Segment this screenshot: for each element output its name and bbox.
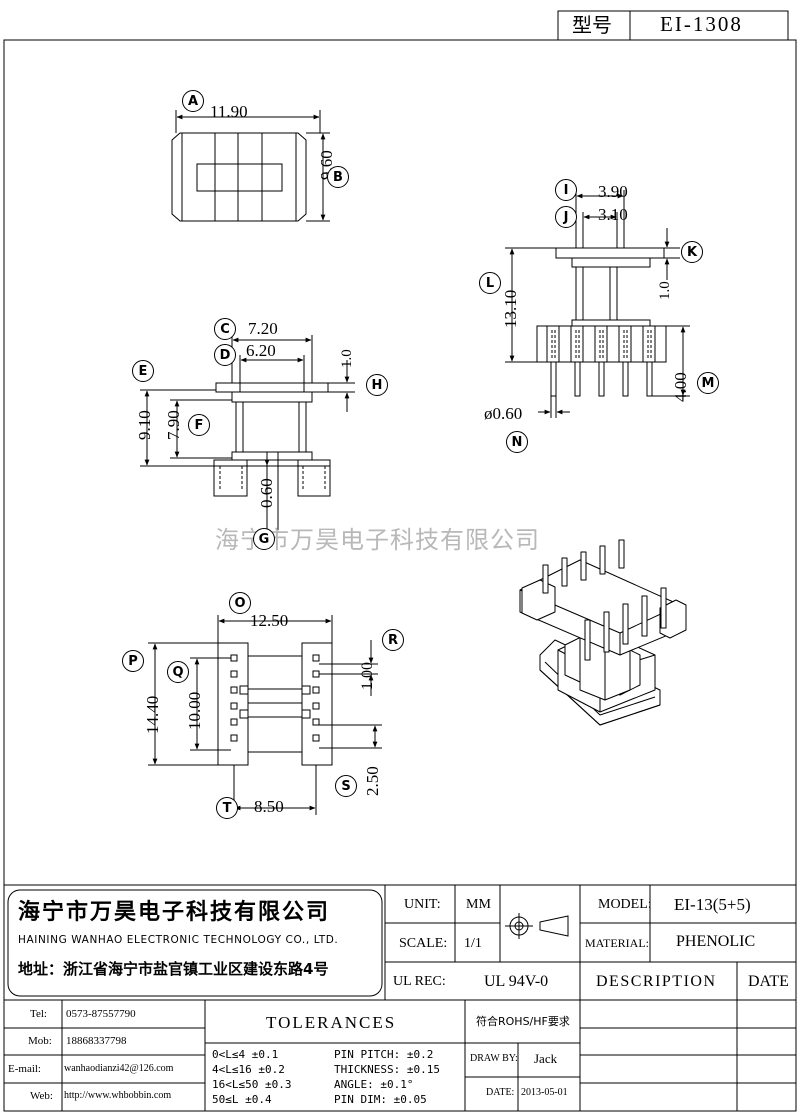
marker-o: O [229,592,251,614]
marker-l: L [479,272,501,294]
contact-email-label: E-mail: [8,1063,41,1075]
title-block-lines [4,884,796,1111]
model-label: 型号 [572,13,612,37]
dim-h: 1.0 [339,349,355,368]
date-label: DATE: [486,1087,515,1098]
marker-r: R [382,629,404,651]
dim-q: 10.00 [185,691,204,730]
contact-tel-value: 0573-87557790 [66,1008,136,1020]
date-value: 2013-05-01 [521,1087,568,1098]
dim-c: 7.20 [248,319,278,338]
front-view [140,335,355,530]
dim-f: 7.90 [164,410,183,440]
contact-tel-label: Tel: [30,1008,47,1020]
marker-t: T [216,797,238,819]
dim-l: 13.10 [501,289,520,328]
contact-web-label: Web: [30,1090,53,1102]
contact-mob-label: Mob: [28,1035,52,1047]
marker-s: S [335,775,357,797]
dim-i: 3.90 [598,182,628,201]
ulrec-label: UL REC: [393,974,446,989]
dim-e: 9.10 [135,410,154,440]
marker-b: B [327,166,349,188]
marker-f: F [188,414,210,436]
drawby-value: Jack [534,1051,558,1066]
dim-t: 8.50 [254,797,284,816]
unit-value: MM [466,897,491,912]
sheet-border [3,39,797,1112]
marker-g: G [253,528,275,550]
tolerance-range-4: 50≤L ±0.4 [212,1093,272,1106]
dim-j: 3.10 [598,205,628,224]
dim-d: 6.20 [246,341,276,360]
side-view [505,190,690,418]
marker-i: I [555,179,577,201]
scale-label: SCALE: [399,936,448,951]
tolerance-spec-pitch: PIN PITCH: ±0.2 [334,1048,434,1061]
company-address: 地址：浙江省海宁市盐官镇工业区建设东路4号 [18,960,329,978]
marker-j: J [555,206,577,228]
dim-k: 1.0 [657,281,673,300]
model-field-value: EI-13(5+5) [674,895,751,914]
dim-r: 1.00 [359,662,376,690]
marker-m: M [697,372,719,394]
description-label: DESCRIPTION [596,973,717,990]
marker-n: N [506,431,528,453]
rohs-note: 符合ROHS/HF要求 [476,1015,570,1028]
marker-c: C [214,318,236,340]
dim-o: 12.50 [250,611,289,630]
drawby-label: DRAW BY: [470,1053,518,1064]
contact-web-value: http://www.whbobbin.com [64,1090,172,1101]
bottom-view [148,615,382,815]
dim-s: 2.50 [363,766,382,796]
tolerance-range-3: 16<L≤50 ±0.3 [212,1078,292,1091]
company-name-cn: 海宁市万昊电子科技有限公司 [18,900,331,925]
tolerance-spec-angle: ANGLE: ±0.1° [334,1078,414,1091]
contact-email-value: wanhaodianzi42@126.com [64,1063,174,1074]
marker-d: D [214,344,236,366]
model-number: EI-1308 [660,12,743,36]
marker-p: P [122,650,144,672]
model-field-label: MODEL: [598,897,652,912]
marker-e: E [132,360,154,382]
tolerance-spec-pindim: PIN DIM: ±0.05 [334,1093,427,1106]
dim-n: ø0.60 [484,404,523,423]
company-name-en: HAINING WANHAO ELECTRONIC TECHNOLOGY CO.… [18,934,339,946]
dim-g: 0.60 [257,478,276,508]
ulrec-value: UL 94V-0 [484,973,549,990]
marker-k: K [681,241,703,263]
tolerance-spec-thickness: THICKNESS: ±0.15 [334,1063,440,1076]
header-box [557,10,789,41]
dim-p: 14.40 [143,695,162,734]
material-value: PHENOLIC [676,933,756,950]
tolerance-range-2: 4<L≤16 ±0.2 [212,1063,285,1076]
dim-m: 4.00 [671,372,690,402]
tolerances-label: TOLERANCES [266,1013,397,1032]
material-label: MATERIAL: [585,936,649,950]
marker-a: A [182,90,204,112]
dim-a: 11.90 [210,102,248,121]
scale-value: 1/1 [464,936,482,951]
tolerance-range-1: 0<L≤4 ±0.1 [212,1048,279,1061]
isometric-view [519,539,687,726]
marker-q: Q [167,661,189,683]
unit-label: UNIT: [404,897,441,912]
top-view [171,110,330,222]
contact-mob-value: 18868337798 [66,1035,127,1047]
marker-h: H [366,374,388,396]
date-column-label: DATE [748,973,789,990]
projection-symbol-icon [505,913,569,939]
